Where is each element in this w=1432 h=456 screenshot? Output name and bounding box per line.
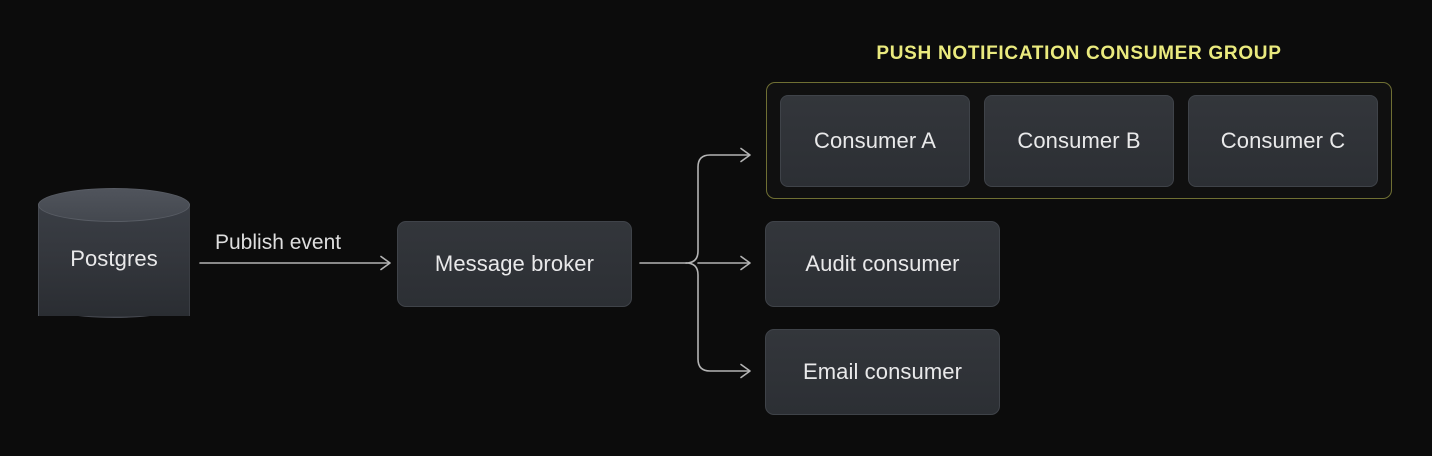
consumer-group-title: PUSH NOTIFICATION CONSUMER GROUP (876, 43, 1282, 64)
consumer-a-node[interactable]: Consumer A (780, 94, 970, 187)
cylinder-body-icon (38, 204, 190, 316)
postgres-label: Postgres (70, 246, 158, 271)
message-broker-node[interactable]: Message broker (397, 221, 632, 307)
postgres-database-node[interactable]: Postgres (38, 188, 190, 330)
audit-consumer-node[interactable]: Audit consumer (765, 221, 1000, 307)
edge-fork-to-audit-consumer (697, 255, 751, 271)
email-consumer-node[interactable]: Email consumer (765, 329, 1000, 415)
push-notification-consumer-group: Consumer A Consumer B Consumer C (766, 82, 1392, 199)
edge-label-publish-event: Publish event (215, 231, 342, 254)
cylinder-top-icon (38, 188, 190, 222)
consumer-c-node[interactable]: Consumer C (1188, 94, 1378, 187)
edge-fork-to-email-consumer (685, 262, 751, 379)
consumer-b-node[interactable]: Consumer B (984, 94, 1174, 187)
edge-fork-to-consumer-group (685, 147, 751, 264)
edge-postgres-to-broker (199, 255, 391, 271)
